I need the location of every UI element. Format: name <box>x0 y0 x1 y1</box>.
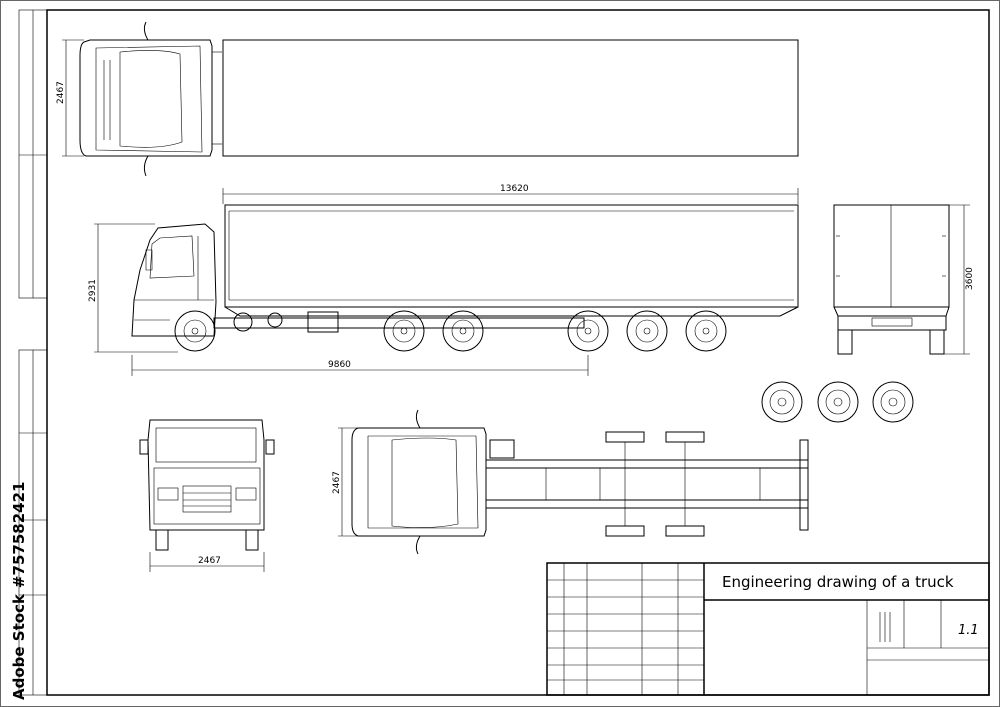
front-view-truck: 2467 <box>139 419 275 572</box>
dim-tractor-length: 9860 <box>328 360 351 370</box>
dim-rear-height: 3600 <box>965 267 975 290</box>
dim-front-width: 2467 <box>198 556 221 566</box>
sheet-number: 1.1 <box>958 623 979 638</box>
drawing-title: Engineering drawing of a truck <box>722 573 954 591</box>
chassis-top-view: 2467 <box>332 409 809 555</box>
top-view-truck: 2467 <box>56 21 799 177</box>
dim-chassis-width: 2467 <box>332 471 342 494</box>
title-block: Engineering drawing of a truck 1.1 <box>546 562 990 696</box>
svg-text:Adobe Stock#757582421: Adobe Stock #757582421 <box>10 482 28 700</box>
side-wheels <box>174 310 727 352</box>
dim-side-height: 2931 <box>88 279 98 302</box>
left-margin-strips <box>18 9 48 696</box>
side-view-truck: 13620 2931 <box>88 184 799 376</box>
wheel-details <box>761 381 914 423</box>
stock-id-watermark: Adobe Stock #757582421 <box>10 482 28 700</box>
rear-view-trailer: 3600 <box>833 204 975 355</box>
stock-id: #757582421 <box>10 482 28 589</box>
dim-top-width: 2467 <box>56 81 66 104</box>
sheet-inner-frame <box>46 9 990 696</box>
stock-brand: Adobe Stock <box>10 593 28 700</box>
dim-trailer-length: 13620 <box>500 184 529 194</box>
